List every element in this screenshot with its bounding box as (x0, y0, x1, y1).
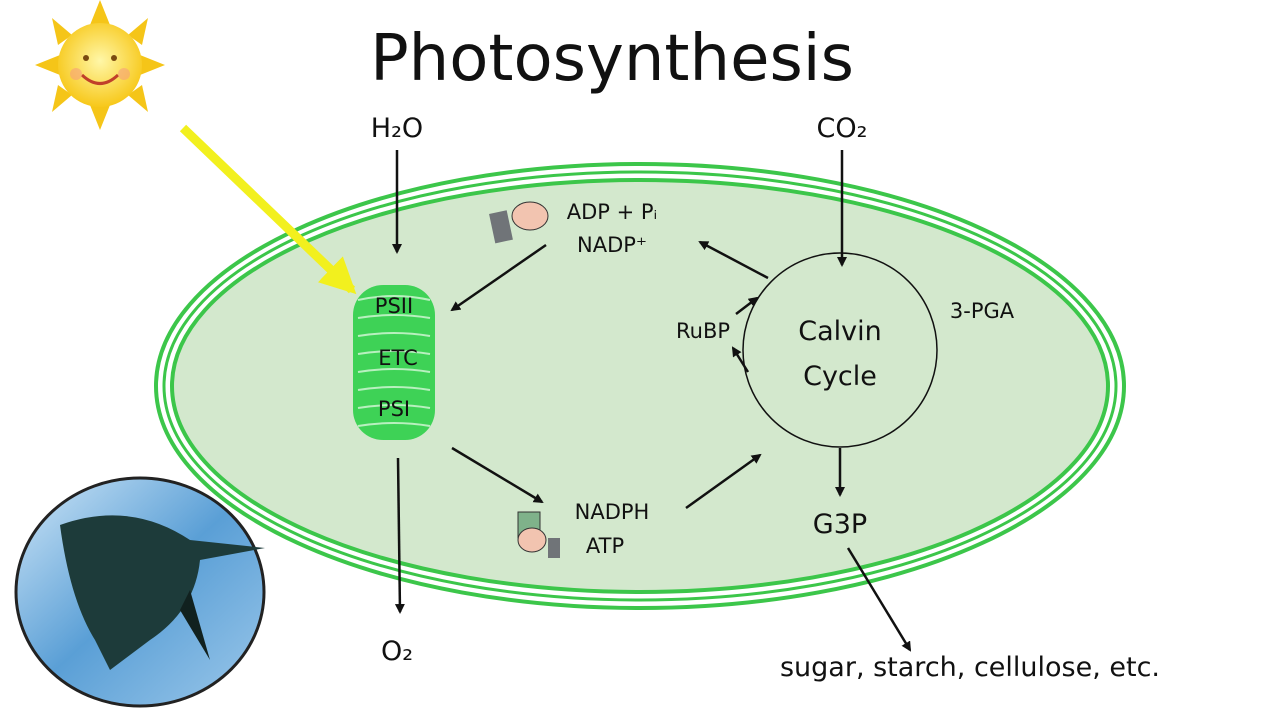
co2-label: CO₂ (817, 113, 868, 144)
water-label: H₂O (371, 113, 423, 144)
psi-label: PSI (378, 397, 410, 421)
flow-arrows (392, 150, 912, 652)
etc-label: ETC (378, 346, 418, 370)
money-hand-icon (517, 511, 560, 558)
page-title: Photosynthesis (370, 22, 854, 96)
sunlight-arrow (179, 124, 357, 295)
nadph-label: NADPH (575, 500, 650, 524)
fist-icon (489, 201, 549, 244)
3pga-label: 3-PGA (950, 299, 1015, 323)
rubp-label: RuBP (676, 319, 730, 343)
products-label: sugar, starch, cellulose, etc. (780, 652, 1160, 683)
atp-label: ATP (586, 534, 624, 558)
sun-icon (35, 0, 165, 130)
calvin-label: Calvin (798, 316, 882, 347)
g3p-label: G3P (813, 509, 867, 540)
penguin-photo (14, 476, 266, 708)
thylakoid-stack: PSII ETC PSI (353, 285, 435, 440)
nadp-plus-label: NADP⁺ (577, 233, 647, 257)
cycle-label: Cycle (803, 361, 877, 392)
calvin-cycle-circle (742, 252, 938, 448)
oxygen-label: O₂ (381, 636, 413, 667)
chloroplast (154, 162, 1126, 610)
psii-label: PSII (375, 294, 413, 318)
adp-pi-label: ADP + Pᵢ (567, 200, 658, 224)
